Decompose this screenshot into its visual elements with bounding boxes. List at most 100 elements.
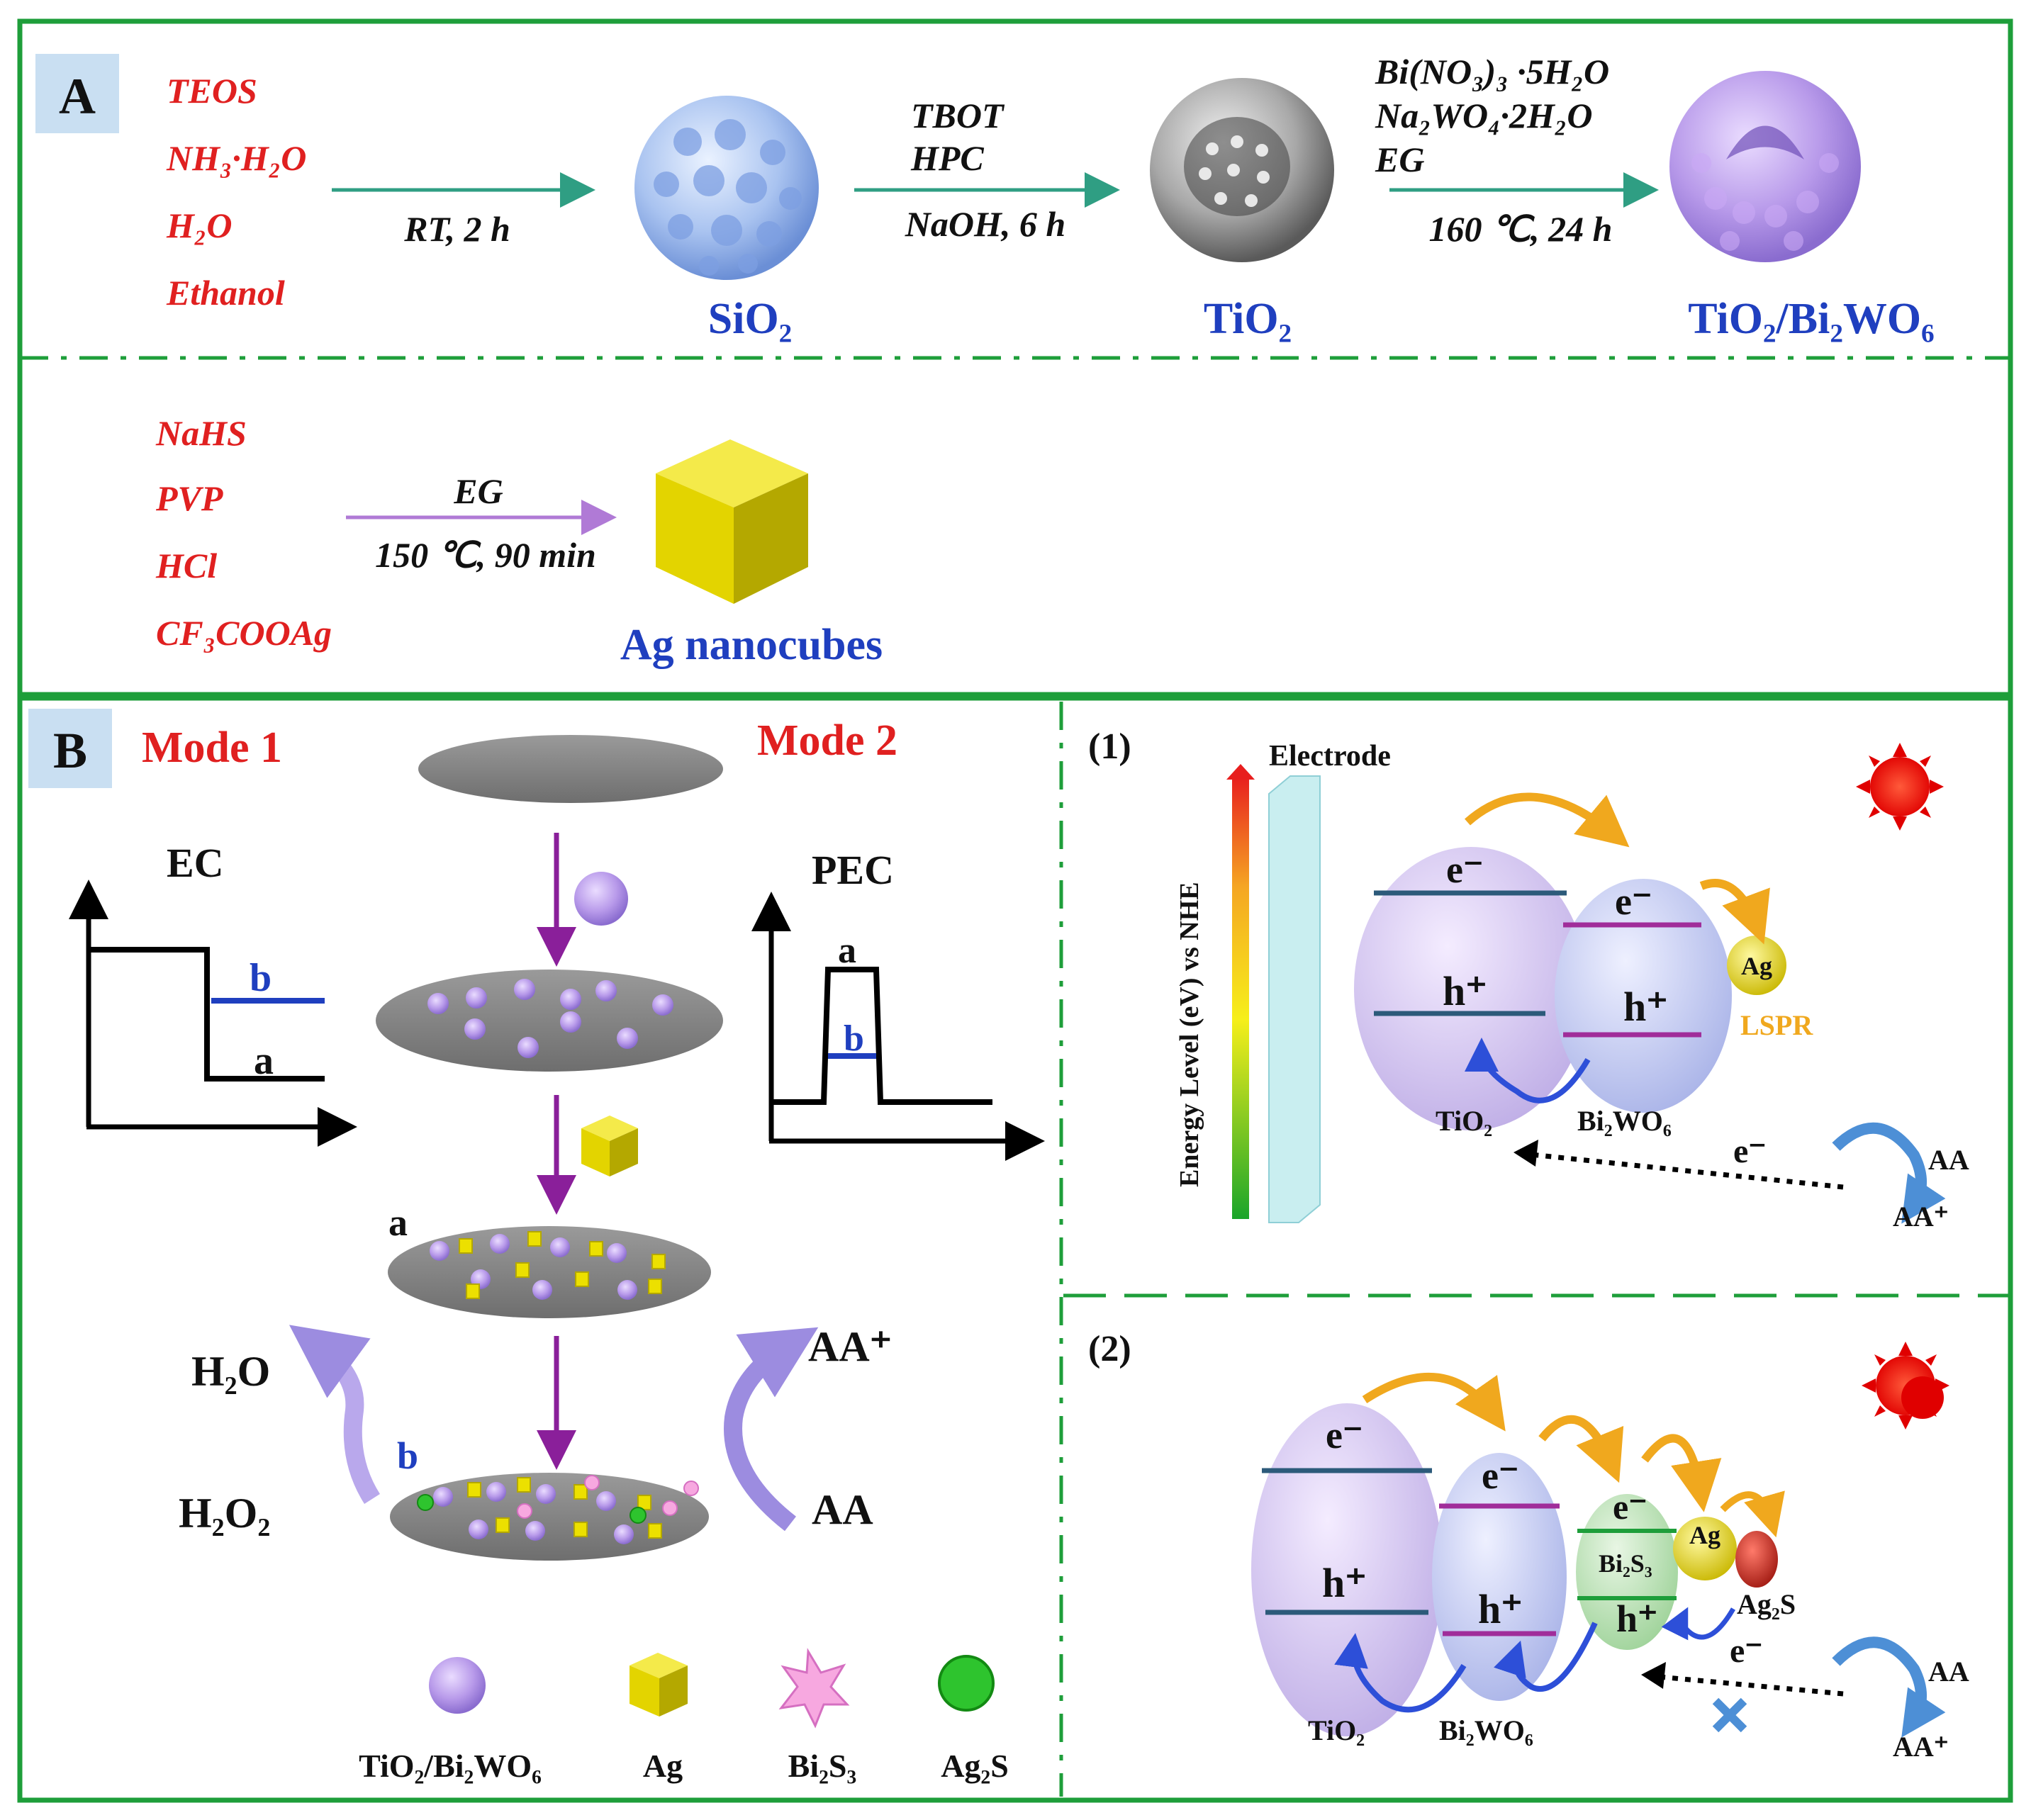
pec-reactant: AA bbox=[812, 1486, 873, 1533]
ec-label: EC bbox=[167, 840, 224, 886]
mech2-transfer-arrow-1 bbox=[1362, 1372, 1506, 1432]
product-sio2: SiO₂ bbox=[708, 295, 793, 343]
panel-b: B Mode 1 Mode 2 EC b a PEC a b bbox=[28, 709, 1045, 1784]
mech2-ag-particle bbox=[1673, 1517, 1737, 1580]
mech1-electron-flow bbox=[1523, 1151, 1844, 1190]
mech2-ag2s-particle bbox=[1735, 1531, 1778, 1588]
mech1-ag-particle bbox=[1727, 936, 1786, 995]
mech1-tio2-label: TiO₂ bbox=[1436, 1105, 1492, 1137]
step4-conditions: 150 ℃, 90 min bbox=[375, 535, 596, 575]
product-tio2: TiO₂ bbox=[1204, 295, 1292, 343]
mech1-ag-label: Ag bbox=[1741, 952, 1772, 980]
mech2-bi2wo6-label: Bi₂WO₆ bbox=[1439, 1714, 1533, 1746]
step2-conditions: NaOH, 6 h bbox=[905, 204, 1065, 244]
mech2-bi2s3-hole: h⁺ bbox=[1616, 1597, 1658, 1640]
mech2-hole-arrow-1 bbox=[1334, 1633, 1467, 1713]
bare-electrode bbox=[418, 735, 723, 803]
badge-b: B bbox=[53, 722, 87, 779]
frames bbox=[17, 18, 2013, 1803]
mech2-label: (2) bbox=[1088, 1329, 1131, 1369]
reagent-nahs: NaHS bbox=[155, 413, 247, 453]
mech2-tio2-label: TiO₂ bbox=[1308, 1714, 1365, 1746]
product-tio2-bi2wo6: TiO₂/Bi₂WO₆ bbox=[1688, 295, 1934, 343]
mech2-ag2s-label: Ag₂S bbox=[1737, 1588, 1796, 1620]
electrode-stack: a b bbox=[376, 735, 723, 1561]
panel-b-frame bbox=[17, 695, 2013, 1803]
legend-ag-icon bbox=[630, 1653, 688, 1717]
reagent-water: H₂O bbox=[166, 206, 232, 245]
tio2-bi2wo6-sphere bbox=[1669, 71, 1861, 262]
mech2-hole-arrow-3 bbox=[1661, 1607, 1736, 1641]
panel-a: A TEOS NH₃·H₂O H₂O Ethanol RT, 2 h SiO₂ … bbox=[35, 52, 1935, 669]
reagent-pvp: PVP bbox=[155, 478, 223, 518]
mech1-sun-icon bbox=[1856, 743, 1944, 831]
mech2-bi2wo6-particle bbox=[1432, 1453, 1567, 1701]
mech2-sun-icon bbox=[1862, 1342, 1949, 1429]
step3-reagent-bi-nitrate: Bi(NO₃)₃ ·5H₂O bbox=[1375, 52, 1609, 91]
pec-plot: PEC a b bbox=[751, 847, 1045, 1161]
mech1-bi2wo6-hole: h⁺ bbox=[1623, 984, 1668, 1030]
mech2-aa-oxidation-arrow bbox=[1832, 1636, 1946, 1738]
legend-ag2s: Ag₂S bbox=[941, 1748, 1009, 1784]
mech2-tio2-particle bbox=[1251, 1403, 1443, 1736]
mech1-electrode-slab bbox=[1268, 775, 1321, 1223]
step3-reagent-eg: EG bbox=[1375, 140, 1424, 179]
ec-curve-b-label: b bbox=[250, 956, 272, 1000]
legend-ag2s-icon bbox=[938, 1655, 995, 1712]
mode2-label: Mode 2 bbox=[757, 717, 897, 765]
ec-curve-a-label: a bbox=[254, 1039, 274, 1083]
mech1-aa-label: AA bbox=[1928, 1144, 1969, 1176]
pec-curve-a bbox=[771, 967, 992, 1105]
mech2-aa-label: AA bbox=[1928, 1656, 1969, 1687]
mech2-bi2s3-electron: e⁻ bbox=[1613, 1487, 1647, 1527]
mech2-tio2-electron: e⁻ bbox=[1326, 1414, 1363, 1456]
step3-conditions: 160 ℃, 24 h bbox=[1429, 209, 1613, 249]
mech1-tio2-hole: h⁺ bbox=[1443, 968, 1487, 1014]
mechanism-2: (2) e⁻ h⁺ e⁻ h⁺ e⁻ Bi₂S₃ h⁺ Ag Ag₂S TiO₂… bbox=[1088, 1329, 1969, 1763]
legend-tio2-bi2wo6-icon bbox=[429, 1657, 486, 1714]
mech2-blocked-icon bbox=[1712, 1697, 1747, 1733]
reagents-1: TEOS NH₃·H₂O H₂O Ethanol bbox=[166, 71, 306, 313]
mech1-hole-transfer-arrow bbox=[1465, 1038, 1591, 1103]
mech1-energy-bar bbox=[1232, 776, 1249, 1219]
mech1-electrode-label: Electrode bbox=[1269, 740, 1391, 773]
electrode-modified-a bbox=[388, 1226, 711, 1318]
reagent-hcl: HCl bbox=[155, 546, 217, 585]
mech1-aa-plus-label: AA⁺ bbox=[1893, 1201, 1949, 1232]
mechanism-1: (1) Electrode Energy Level (eV) vs NHE e… bbox=[1088, 726, 1969, 1232]
silica-sphere bbox=[634, 96, 819, 280]
badge-b-bg bbox=[28, 709, 112, 788]
ec-reactant: H₂O₂ bbox=[179, 1490, 270, 1537]
mech1-energy-arrowhead bbox=[1226, 764, 1255, 780]
mech1-bi2wo6-particle bbox=[1555, 879, 1732, 1113]
stage-a-label: a bbox=[388, 1201, 408, 1244]
product-ag-nanocubes: Ag nanocubes bbox=[620, 621, 883, 669]
legend-ag: Ag bbox=[643, 1748, 683, 1784]
reagents-2: NaHS PVP HCl CF₃COOAg bbox=[155, 413, 332, 653]
legend-bi2s3: Bi₂S₃ bbox=[788, 1748, 857, 1784]
mech1-aa-oxidation-arrow bbox=[1832, 1122, 1946, 1224]
mode1-label: Mode 1 bbox=[142, 724, 282, 772]
ec-plot: EC b a bbox=[69, 840, 357, 1147]
badge-a: A bbox=[59, 68, 96, 125]
ec-curve-a bbox=[89, 947, 325, 1082]
reagent-ammonia: NH₃·H₂O bbox=[166, 138, 306, 178]
badge-a-bg bbox=[35, 54, 119, 133]
mech2-electron-flow bbox=[1651, 1673, 1844, 1697]
ag-nanocube bbox=[656, 439, 808, 604]
ec-product: H₂O bbox=[191, 1348, 270, 1395]
mech1-electron-transfer-arrow bbox=[1465, 792, 1630, 848]
ec-reaction: H₂O H₂O₂ bbox=[179, 1325, 381, 1537]
step4-solvent: EG bbox=[453, 471, 503, 511]
legend-bi2s3-icon bbox=[778, 1648, 850, 1729]
legend-tio2-bi2wo6: TiO₂/Bi₂WO₆ bbox=[359, 1748, 542, 1784]
pec-conversion-arrow bbox=[724, 1327, 819, 1532]
step2-reagent-hpc: HPC bbox=[910, 138, 984, 178]
mech2-bi2s3-label: Bi₂S₃ bbox=[1599, 1549, 1652, 1578]
pec-reaction: AA⁺ AA bbox=[724, 1323, 892, 1533]
mech1-lspr-transfer-arrow bbox=[1699, 879, 1770, 945]
step2-reagent-tbot: TBOT bbox=[911, 96, 1005, 135]
pec-product: AA⁺ bbox=[808, 1323, 892, 1370]
mech2-electron-flow-label: e⁻ bbox=[1730, 1632, 1763, 1670]
add-ag-cube-icon bbox=[581, 1116, 638, 1176]
